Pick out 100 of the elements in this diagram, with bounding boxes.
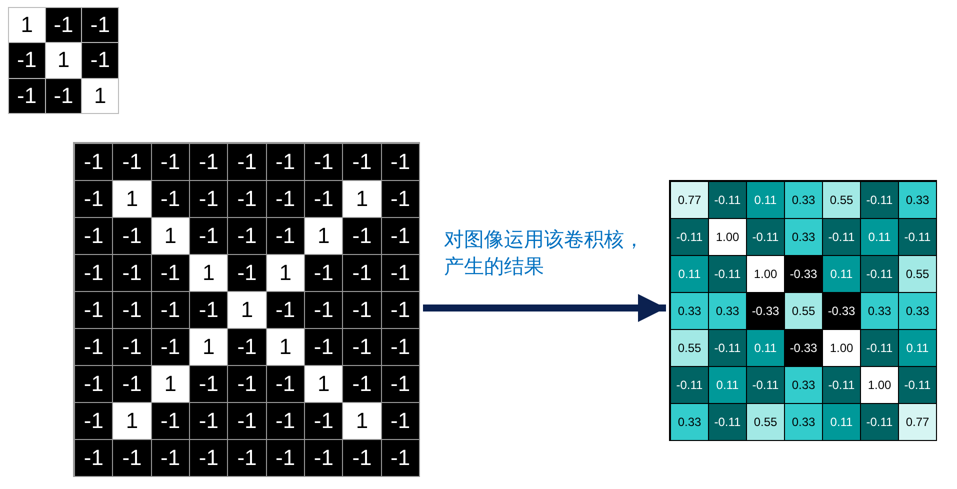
matrix-cell: -1 (74, 217, 114, 255)
matrix-cell: -0.11 (860, 181, 899, 219)
matrix-cell: -1 (304, 439, 344, 477)
matrix-cell: -1 (304, 402, 344, 440)
matrix-cell: -1 (150, 180, 190, 218)
matrix-cell: -1 (380, 328, 420, 366)
matrix-cell: -0.11 (708, 255, 747, 293)
matrix-cell: -1 (189, 439, 228, 477)
matrix-cell: 0.33 (784, 218, 823, 256)
matrix-cell: -0.33 (784, 255, 823, 293)
matrix-cell: -1 (189, 217, 228, 255)
matrix-cell: -0.11 (708, 181, 747, 219)
matrix-cell: -1 (112, 439, 152, 477)
matrix-cell: -0.11 (898, 366, 937, 404)
matrix-cell: -1 (342, 254, 382, 292)
matrix-cell: -1 (189, 291, 228, 329)
matrix-cell: -1 (304, 180, 344, 218)
matrix-cell: -0.33 (746, 292, 785, 330)
matrix-cell: -1 (112, 365, 152, 403)
matrix-cell: -1 (380, 217, 420, 255)
matrix-cell: -1 (8, 42, 46, 79)
matrix-cell: -0.11 (708, 329, 747, 367)
matrix-cell: -1 (304, 143, 344, 181)
matrix-cell: -1 (74, 439, 114, 477)
matrix-cell: -1 (342, 365, 382, 403)
matrix-cell: -1 (380, 439, 420, 477)
matrix-cell: -1 (266, 439, 305, 477)
result-grid (669, 180, 937, 441)
matrix-cell: -1 (227, 439, 267, 477)
matrix-cell: -1 (81, 7, 119, 44)
matrix-cell: 0.77 (898, 403, 937, 441)
matrix-cell: 0.11 (822, 255, 861, 293)
matrix-cell: -1 (342, 328, 382, 366)
matrix-cell: 0.55 (670, 329, 709, 367)
matrix-cell: -1 (380, 291, 420, 329)
matrix-cell: -0.11 (860, 403, 899, 441)
matrix-cell: 0.55 (746, 403, 785, 441)
matrix-cell: -1 (150, 439, 190, 477)
matrix-cell: -1 (8, 78, 46, 114)
matrix-cell: -0.11 (746, 366, 785, 404)
matrix-cell: -1 (266, 365, 305, 403)
matrix-cell: -1 (150, 328, 190, 366)
matrix-cell: -1 (266, 291, 305, 329)
matrix-cell: 1 (81, 78, 119, 114)
matrix-cell: 0.33 (784, 366, 823, 404)
matrix-cell: -1 (266, 143, 305, 181)
matrix-cell: -0.11 (898, 218, 937, 256)
matrix-cell: 0.11 (746, 329, 785, 367)
matrix-cell: -1 (227, 143, 267, 181)
matrix-cell: -1 (227, 365, 267, 403)
matrix-cell: -1 (380, 365, 420, 403)
matrix-cell: -1 (266, 180, 305, 218)
matrix-cell: -0.11 (746, 218, 785, 256)
matrix-cell: 0.11 (708, 366, 747, 404)
matrix-cell: -1 (189, 402, 228, 440)
matrix-cell: -1 (189, 143, 228, 181)
matrix-cell: -1 (380, 254, 420, 292)
matrix-cell: -1 (304, 254, 344, 292)
matrix-cell: -0.11 (822, 366, 861, 404)
matrix-cell: 1 (8, 7, 46, 44)
matrix-cell: -1 (266, 402, 305, 440)
matrix-cell: 0.55 (784, 292, 823, 330)
matrix-cell: 0.55 (898, 255, 937, 293)
matrix-cell: -1 (74, 180, 114, 218)
matrix-cell: -1 (304, 328, 344, 366)
matrix-cell: -0.11 (860, 255, 899, 293)
matrix-cell: -0.11 (822, 218, 861, 256)
matrix-cell: -1 (227, 328, 267, 366)
matrix-cell: -1 (112, 328, 152, 366)
matrix-cell: -1 (380, 180, 420, 218)
matrix-cell: -1 (150, 143, 190, 181)
matrix-cell: -1 (150, 254, 190, 292)
matrix-cell: -1 (227, 180, 267, 218)
matrix-cell: -1 (74, 328, 114, 366)
matrix-cell: -0.33 (822, 292, 861, 330)
matrix-cell: 0.11 (670, 255, 709, 293)
matrix-cell: -1 (112, 254, 152, 292)
matrix-cell: -1 (74, 402, 114, 440)
matrix-cell: -1 (150, 402, 190, 440)
edge-label: 对图像运用该卷积核，产生的结果 (444, 226, 645, 280)
matrix-cell: -1 (150, 291, 190, 329)
matrix-cell: -1 (342, 217, 382, 255)
matrix-cell: 0.11 (822, 403, 861, 441)
matrix-cell: 0.33 (860, 292, 899, 330)
matrix-cell: -1 (44, 78, 82, 114)
matrix-cell: 0.77 (670, 181, 709, 219)
matrix-cell: 0.33 (898, 181, 937, 219)
matrix-cell: -0.11 (860, 329, 899, 367)
matrix-cell: 0.33 (784, 181, 823, 219)
matrix-cell: -1 (44, 7, 82, 44)
matrix-cell: -1 (74, 365, 114, 403)
matrix-cell: -1 (380, 402, 420, 440)
matrix-cell: -1 (227, 217, 267, 255)
matrix-cell: -1 (74, 143, 114, 181)
matrix-cell: -1 (304, 291, 344, 329)
matrix-cell: -1 (266, 217, 305, 255)
matrix-cell: -1 (189, 365, 228, 403)
matrix-cell: -1 (342, 439, 382, 477)
arrow (423, 294, 666, 322)
matrix-cell: -1 (81, 42, 119, 79)
